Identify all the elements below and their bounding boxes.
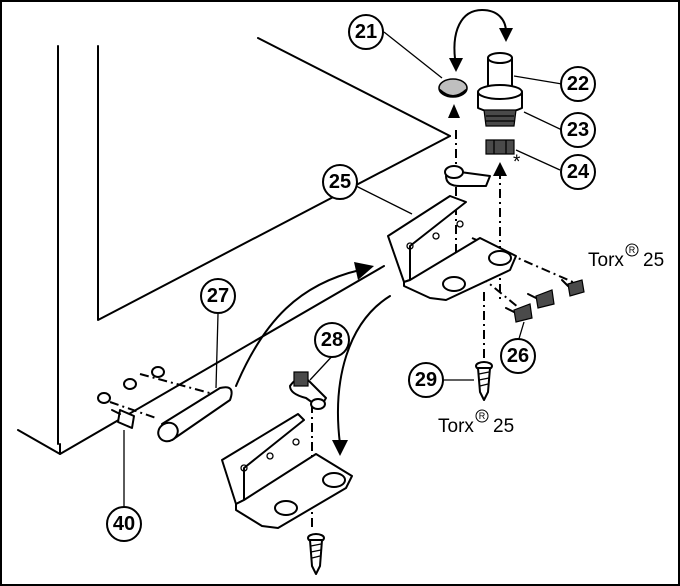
bottom-screw [307,533,325,575]
callout-28: 28 [314,322,350,358]
callout-22-label: 22 [567,73,589,95]
callout-29-label: 29 [415,369,437,391]
door-pin-27 [157,386,233,443]
screws-26 [505,279,585,323]
callout-27: 27 [200,278,236,314]
asterisk-mark: * [513,152,521,173]
hinge-bracket-28 [221,371,353,529]
callout-25: 25 [322,164,358,200]
hinge-bracket-25 [387,165,517,301]
callout-40-label: 40 [113,513,135,535]
screw-29 [475,361,493,401]
nut-24: * [485,139,521,176]
leaders [309,31,563,381]
torx-bottom-text: Torx [438,416,474,437]
callout-21-label: 21 [355,21,377,43]
callout-23-label: 23 [567,119,589,141]
callout-28-label: 28 [321,329,343,351]
callout-40: 40 [106,506,142,542]
torx-label-top: Torx R 25 [588,243,664,271]
torx-top-text: Torx [588,250,624,271]
callout-24-label: 24 [567,161,590,183]
cabinet-outline [17,37,451,455]
cover-cap-21 [438,78,468,118]
registered-mark-top [625,243,639,257]
move-arrows [235,262,391,456]
torx-bottom-size: 25 [493,416,514,437]
plug-holes [97,366,165,404]
callout-24: 24 [560,154,596,190]
callout-29: 29 [408,362,444,398]
torx-label-bottom: Torx R 25 [438,409,514,437]
callout-22: 22 [560,66,596,102]
callout-27-label: 27 [207,285,229,307]
callout-23: 23 [560,112,596,148]
callout-21: 21 [348,14,384,50]
callout-25-label: 25 [329,171,351,193]
leader-27 [215,313,219,389]
callout-26-label: 26 [507,345,529,367]
bushing-23 [477,84,523,127]
swap-arrow-top [449,9,513,72]
registered-mark-bottom [475,409,489,423]
registered-mark-bottom-letter: R [479,411,486,421]
callout-26: 26 [500,338,536,374]
registered-mark-top-letter: R [629,245,636,255]
screw-40 [111,409,135,429]
torx-top-size: 25 [643,250,664,271]
